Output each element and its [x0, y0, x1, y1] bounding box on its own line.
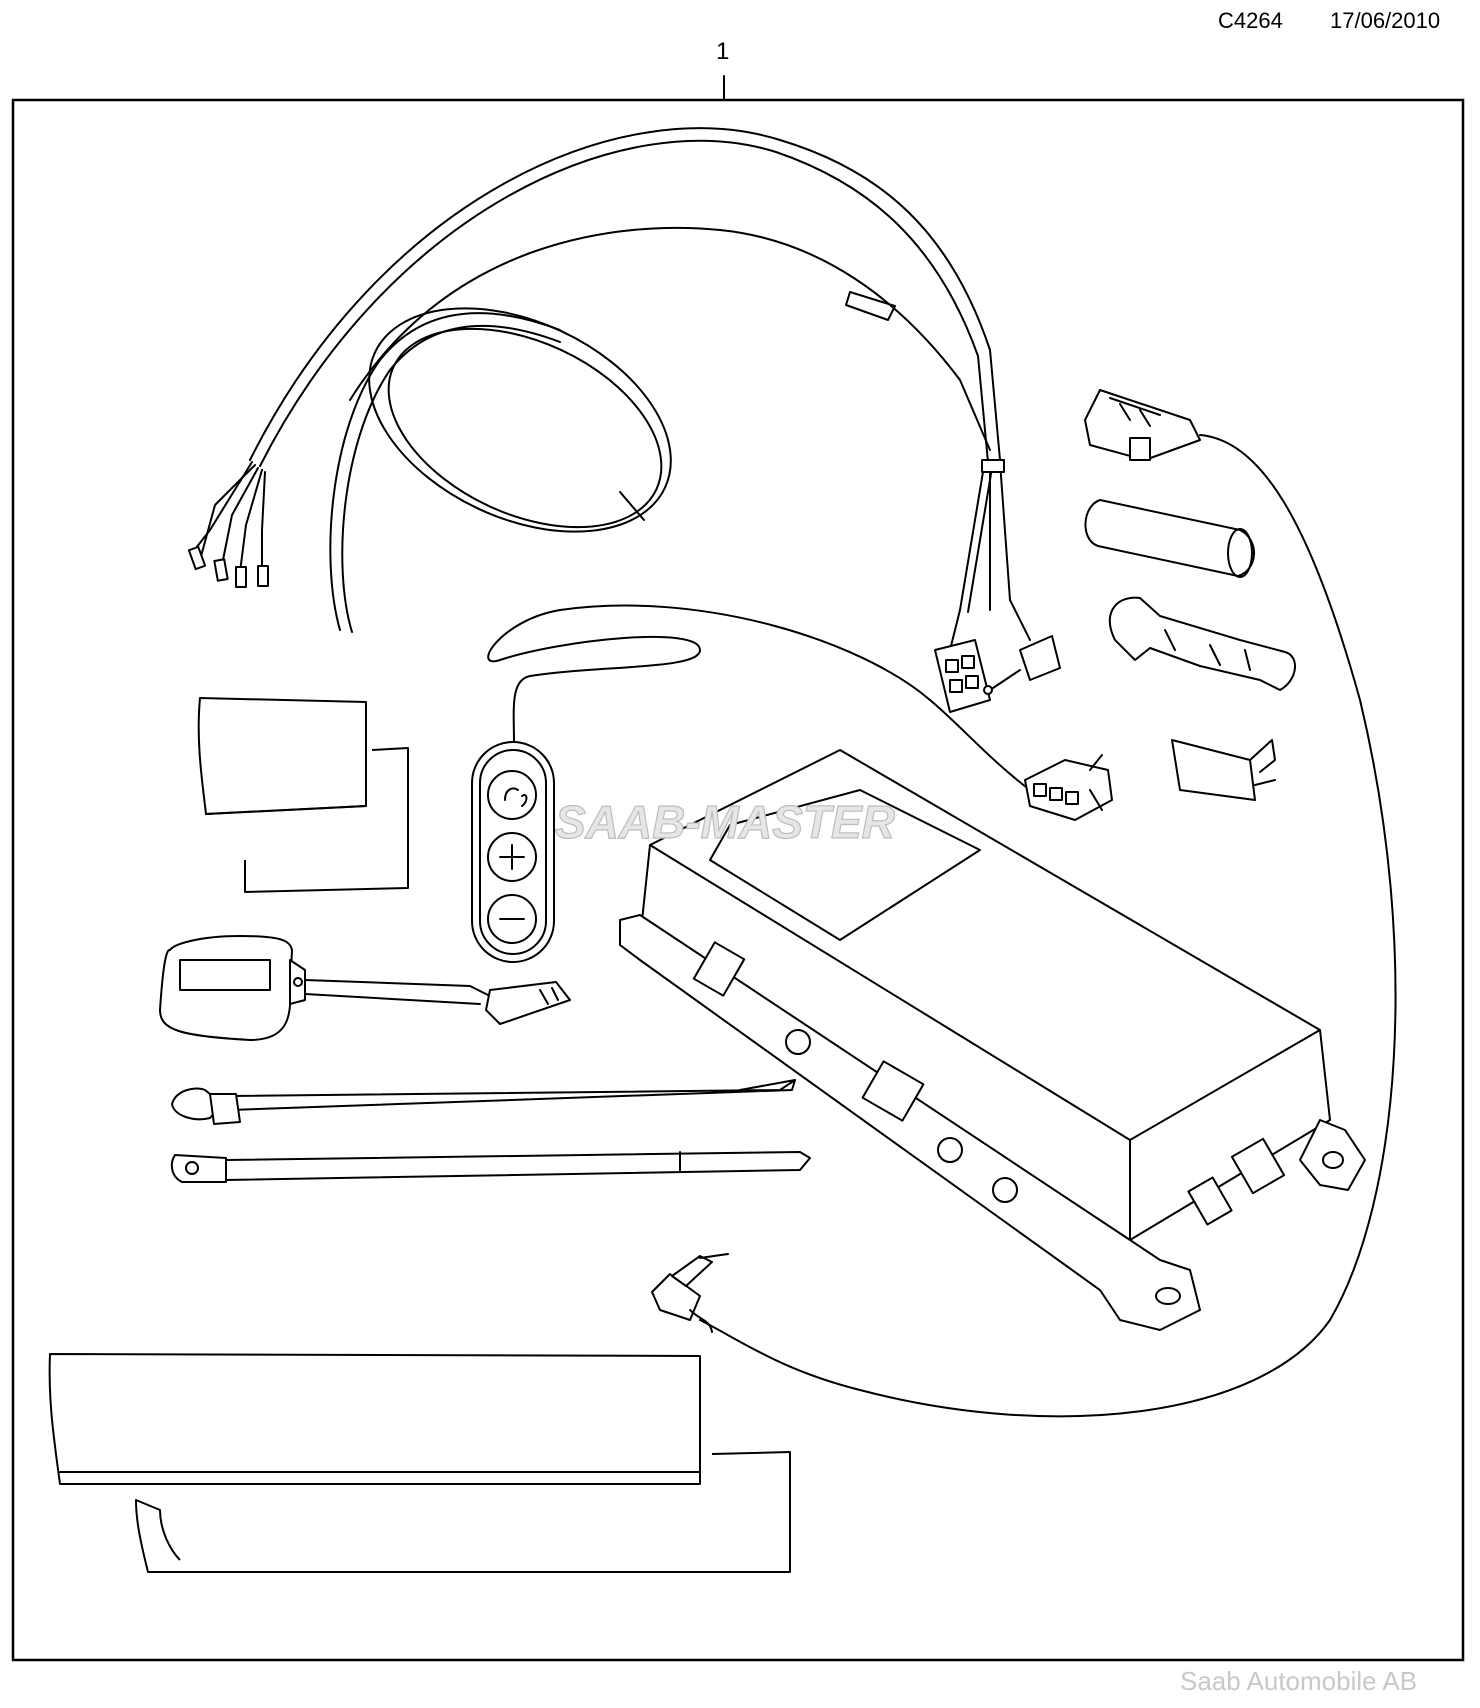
connector-icon	[699, 389, 1397, 1418]
audio-jack-icon	[983, 635, 1061, 695]
diagram-code: C4264	[1218, 8, 1283, 33]
manual-icon	[197, 697, 409, 893]
cable-tie-icon	[170, 1151, 811, 1183]
cable-tie-icon	[171, 1079, 796, 1125]
watermark: SAAB-MASTER	[555, 796, 895, 848]
connector-icon	[1024, 754, 1113, 821]
cap-plug-icon	[1171, 739, 1276, 801]
audio-jack-icon	[651, 1253, 729, 1333]
connector-icon	[934, 639, 991, 713]
remote-button-icon	[471, 604, 1031, 963]
bracket-clip-icon	[1108, 596, 1296, 691]
diagram-date: 17/06/2010	[1330, 8, 1441, 33]
control-unit-icon	[619, 749, 1366, 1331]
foam-sleeve-icon	[1084, 499, 1255, 578]
callout-number: 1	[716, 38, 730, 65]
microphone-icon	[159, 935, 571, 1041]
footer-copyright: Saab Automobile AB	[1180, 1666, 1418, 1696]
diagram-frame	[11, 98, 1465, 1662]
manual-icon	[48, 1353, 791, 1573]
wiring-harness-icon	[187, 127, 1031, 651]
